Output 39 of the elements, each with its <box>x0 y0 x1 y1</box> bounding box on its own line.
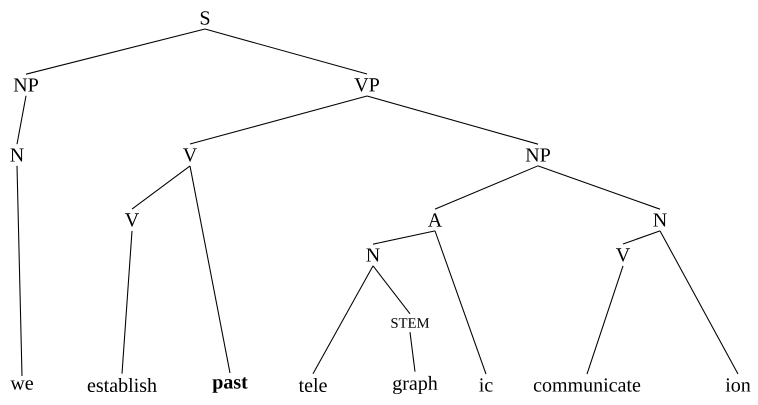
category-label: V <box>616 248 630 262</box>
word-label: tele <box>298 378 327 392</box>
tree-branch <box>26 28 206 75</box>
tree-branch <box>586 266 624 374</box>
category-label: V <box>125 213 139 227</box>
category-label: NP <box>526 148 550 162</box>
tree-branch <box>409 332 416 372</box>
tree-branch <box>190 95 368 145</box>
tree-branch <box>121 230 133 374</box>
tree-branch <box>366 95 538 145</box>
word-label: ic <box>479 378 493 392</box>
category-label: A <box>428 213 442 227</box>
category-label: NP <box>14 78 38 92</box>
category-label: V <box>183 148 197 162</box>
tree-branch <box>312 266 374 374</box>
tree-branch <box>132 166 190 210</box>
tree-branch <box>660 230 738 374</box>
tree-branch <box>538 165 660 210</box>
tree-branch <box>16 166 23 376</box>
word-label: graph <box>393 376 438 394</box>
word-label: ion <box>726 378 750 392</box>
category-label: S <box>200 11 210 25</box>
category-label: N <box>10 148 24 162</box>
tree-branch <box>434 165 538 210</box>
tree-branch <box>204 28 368 75</box>
tree-branch <box>372 230 436 245</box>
tree-branch <box>622 230 660 245</box>
category-label: N <box>366 248 380 262</box>
category-label: N <box>653 213 667 227</box>
category-label: STEM <box>391 318 430 328</box>
tree-branch <box>434 230 486 374</box>
word-label: establish <box>88 378 157 392</box>
word-label: past <box>212 377 248 393</box>
tree-branch <box>372 266 410 314</box>
tree-branch <box>16 96 27 144</box>
word-label: communicate <box>534 378 640 392</box>
tree-branch <box>189 166 231 374</box>
word-label: we <box>10 380 33 390</box>
category-label: VP <box>354 78 379 92</box>
